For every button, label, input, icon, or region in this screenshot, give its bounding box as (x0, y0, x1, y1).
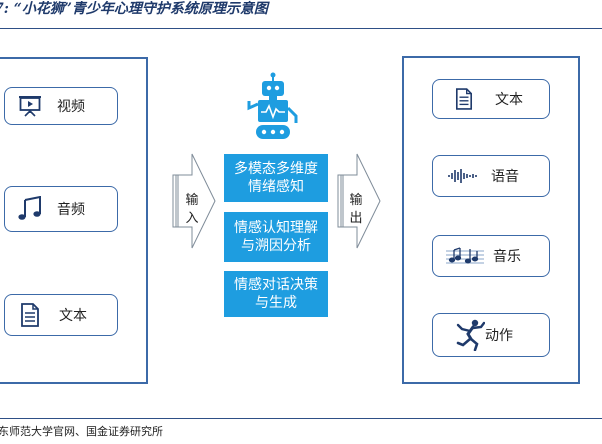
output-label-speech: 语音 (491, 169, 519, 185)
output-item-text[interactable]: 文本 (432, 79, 550, 119)
input-label-video: 视频 (57, 99, 85, 115)
dancer-icon (455, 319, 485, 351)
output-item-music[interactable]: 音乐 (432, 235, 550, 277)
output-panel: 文本 语音 (402, 56, 580, 384)
input-label-audio: 音频 (57, 202, 85, 218)
output-item-speech[interactable]: 语音 (432, 155, 550, 197)
input-label-text: 文本 (59, 308, 87, 324)
output-item-motion[interactable]: 动作 (432, 313, 550, 357)
bottom-rule (0, 418, 602, 419)
process-step-3-line2: 与生成 (255, 295, 297, 311)
output-label-motion: 动作 (485, 328, 513, 344)
document-icon (17, 303, 43, 327)
input-panel: 视频 音频 文本 (0, 57, 148, 384)
process-step-3: 情感对话决策 与生成 (224, 271, 328, 317)
input-item-video[interactable]: 视频 (4, 87, 118, 125)
source-note: 东师范大学官网、国金证券研究所 (0, 425, 163, 438)
output-arrow-char-2: 出 (349, 211, 363, 226)
process-step-2: 情感认知理解 与溯因分析 (224, 212, 328, 262)
input-item-text[interactable]: 文本 (4, 294, 118, 336)
input-arrow-char-1: 输 (185, 193, 199, 208)
output-label-music: 音乐 (493, 249, 521, 265)
top-rule (0, 28, 602, 29)
process-step-2-line2: 与溯因分析 (241, 238, 311, 254)
music-score-icon (445, 247, 485, 265)
sound-wave-icon (447, 168, 481, 184)
input-arrow-char-2: 入 (185, 211, 199, 226)
music-note-icon (15, 196, 45, 222)
robot-icon (247, 72, 298, 139)
output-arrow-icon (337, 153, 381, 249)
document-icon (453, 88, 475, 110)
input-item-audio[interactable]: 音频 (4, 186, 118, 232)
process-step-3-line1: 情感对话决策 (234, 277, 318, 293)
output-label-text: 文本 (495, 92, 523, 108)
process-step-1-line1: 多模态多维度 (234, 161, 318, 177)
figure-caption: 7: “小花狮”青少年心理守护系统原理示意图 (0, 1, 268, 17)
input-arrow-icon (172, 153, 216, 249)
process-step-1-line2: 情绪感知 (248, 179, 304, 195)
presentation-icon (17, 95, 43, 117)
output-arrow-char-1: 输 (349, 193, 363, 208)
process-step-2-line1: 情感认知理解 (234, 220, 318, 236)
process-step-1: 多模态多维度 情绪感知 (224, 154, 328, 202)
